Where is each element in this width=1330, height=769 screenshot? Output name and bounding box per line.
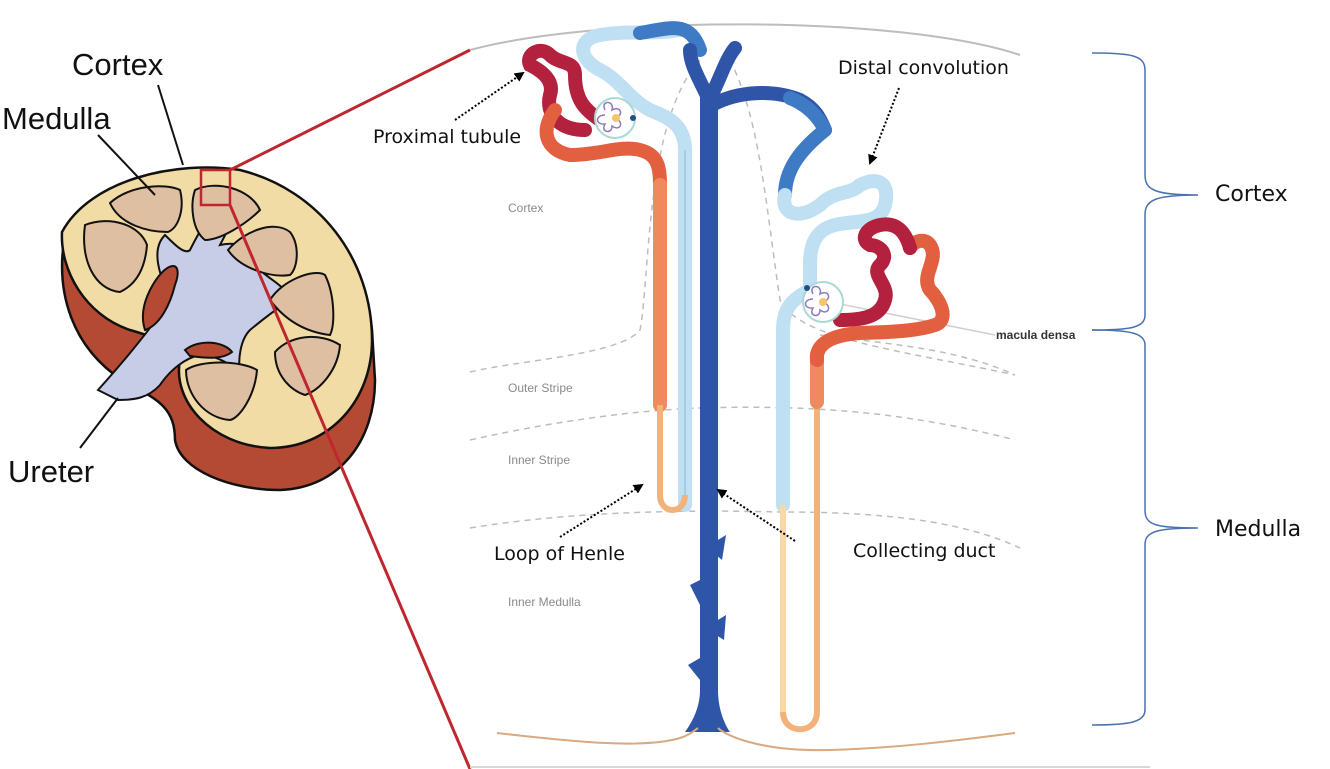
kidney-label-medulla: Medulla xyxy=(2,101,111,136)
proximal-convoluted-left xyxy=(522,43,607,137)
leader-medulla xyxy=(97,134,156,196)
pyramid xyxy=(184,361,259,422)
connecting-tubule-left xyxy=(633,21,707,57)
renal-sinus-fat-lower xyxy=(183,341,234,359)
loop-of-henle-left xyxy=(657,405,688,513)
zone-label-outer-stripe: Outer Stripe xyxy=(508,381,573,395)
leader-ureter xyxy=(79,397,119,449)
connecting-tubule-right xyxy=(778,91,832,202)
callout-collecting-duct: Collecting duct xyxy=(853,540,995,562)
macula-dot xyxy=(630,115,636,121)
collecting-duct xyxy=(685,95,730,732)
macula-densa-label: macula densa xyxy=(996,328,1076,342)
callout-proximal-tubule: Proximal tubule xyxy=(373,126,521,148)
bracket-medulla xyxy=(1091,329,1199,726)
zoom-line-bottom xyxy=(228,204,472,769)
zoom-line-top xyxy=(229,48,471,172)
zone-label-inner-medulla: Inner Medulla xyxy=(508,595,581,609)
arrow-distal-convolution xyxy=(868,87,900,165)
pyramid xyxy=(268,272,335,337)
glomerulus-core xyxy=(612,114,620,122)
kidney-illustration: Cortex Medulla Ureter xyxy=(2,47,472,769)
zone-label-cortex: Cortex xyxy=(508,201,543,215)
proximal-convoluted-right xyxy=(833,217,917,327)
zone-label-inner-stripe: Inner Stripe xyxy=(508,453,570,467)
collecting-duct-spurs xyxy=(688,535,726,680)
kidney-label-ureter: Ureter xyxy=(8,454,94,489)
bracket-cortex xyxy=(1091,52,1199,331)
proximal-straight-left xyxy=(539,103,667,197)
leader-cortex xyxy=(157,84,184,166)
region-brackets: Cortex Medulla xyxy=(1091,52,1301,726)
capsule-outline xyxy=(469,23,1021,56)
macula-densa-leader xyxy=(819,299,996,336)
glomerular-capillaries-right xyxy=(804,285,830,317)
kidney-label-cortex: Cortex xyxy=(72,47,164,82)
loop-of-henle-right xyxy=(780,400,820,733)
pyramid xyxy=(108,185,183,234)
proximal-straight-right xyxy=(809,233,950,367)
arrow-loop-of-henle xyxy=(559,483,644,538)
renal-sinus-fat xyxy=(141,265,179,332)
zoom-box xyxy=(199,168,232,207)
bracket-label-medulla: Medulla xyxy=(1215,517,1301,542)
arrow-collecting-duct xyxy=(716,488,796,542)
callout-distal-convolution: Distal convolution xyxy=(838,57,1009,79)
macula-dot-right xyxy=(804,285,810,291)
callout-loop-of-henle: Loop of Henle xyxy=(494,543,625,565)
bracket-label-cortex: Cortex xyxy=(1215,182,1288,207)
glomerulus-core-right xyxy=(819,298,827,306)
nephron-illustration: Cortex Outer Stripe Inner Stripe Inner M… xyxy=(373,21,1150,768)
arrow-proximal-tubule xyxy=(454,71,525,121)
glomerular-capillaries-left xyxy=(596,101,622,133)
distal-tubule-left xyxy=(576,23,692,512)
pyramid xyxy=(83,220,149,294)
papilla-outline xyxy=(496,727,1016,752)
collecting-duct-branch-top xyxy=(683,41,742,107)
